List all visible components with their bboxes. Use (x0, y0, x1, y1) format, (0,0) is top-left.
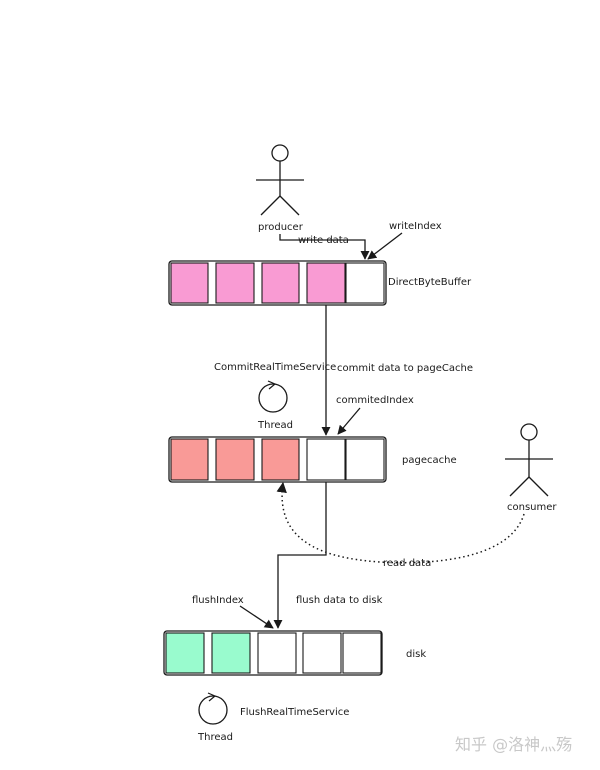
read-data-label: read data (383, 558, 431, 569)
producer-actor (256, 144, 304, 216)
write-index-label: writeIndex (389, 221, 442, 232)
write-data-arrow (279, 234, 370, 260)
commited-index-arrow (337, 407, 361, 435)
disk-label: disk (406, 649, 426, 660)
buffer-cell (215, 262, 255, 304)
read-data-arrow (276, 481, 525, 564)
commit-data-label: commit data to pageCache (337, 363, 473, 374)
direct-byte-buffer-label: DirectByteBuffer (388, 277, 472, 288)
buffer-cell (306, 438, 346, 481)
flush-index-label: flushIndex (192, 595, 244, 606)
buffer-cell (306, 262, 346, 304)
producer-label: producer (258, 222, 304, 233)
commit-thread-label: Thread (257, 420, 293, 431)
consumer-actor (505, 423, 553, 497)
buffer-cell (215, 438, 255, 481)
direct-byte-buffer (168, 260, 387, 306)
buffer-cell (170, 438, 209, 481)
buffer-cell (165, 632, 205, 674)
write-data-label: write data (298, 235, 349, 246)
buffer-cell (342, 632, 382, 674)
pagecache-buffer (168, 436, 387, 483)
flush-arrow (273, 482, 327, 629)
buffer-cell (302, 632, 342, 674)
buffer-cell (261, 438, 300, 481)
write-index-arrow (367, 232, 403, 260)
buffer-cell (257, 632, 297, 674)
buffer-cell (170, 262, 209, 304)
flush-thread-label: Thread (197, 732, 233, 743)
flush-service-label: FlushRealTimeService (240, 707, 349, 718)
buffer-cell (261, 262, 300, 304)
disk-buffer (163, 630, 383, 676)
buffer-cell (345, 438, 385, 481)
thread-cycle-icon (198, 692, 228, 725)
commited-index-label: commitedIndex (336, 395, 414, 406)
watermark: 知乎 @洛神灬殇 (455, 735, 572, 754)
consumer-label: consumer (507, 502, 557, 513)
flush-index-arrow (239, 605, 274, 629)
pagecache-label: pagecache (402, 455, 457, 466)
commit-service-label: CommitRealTimeService (214, 362, 336, 373)
buffer-cell (211, 632, 251, 674)
buffer-cell (345, 262, 385, 304)
thread-cycle-icon (258, 380, 288, 413)
flush-data-label: flush data to disk (296, 595, 383, 606)
